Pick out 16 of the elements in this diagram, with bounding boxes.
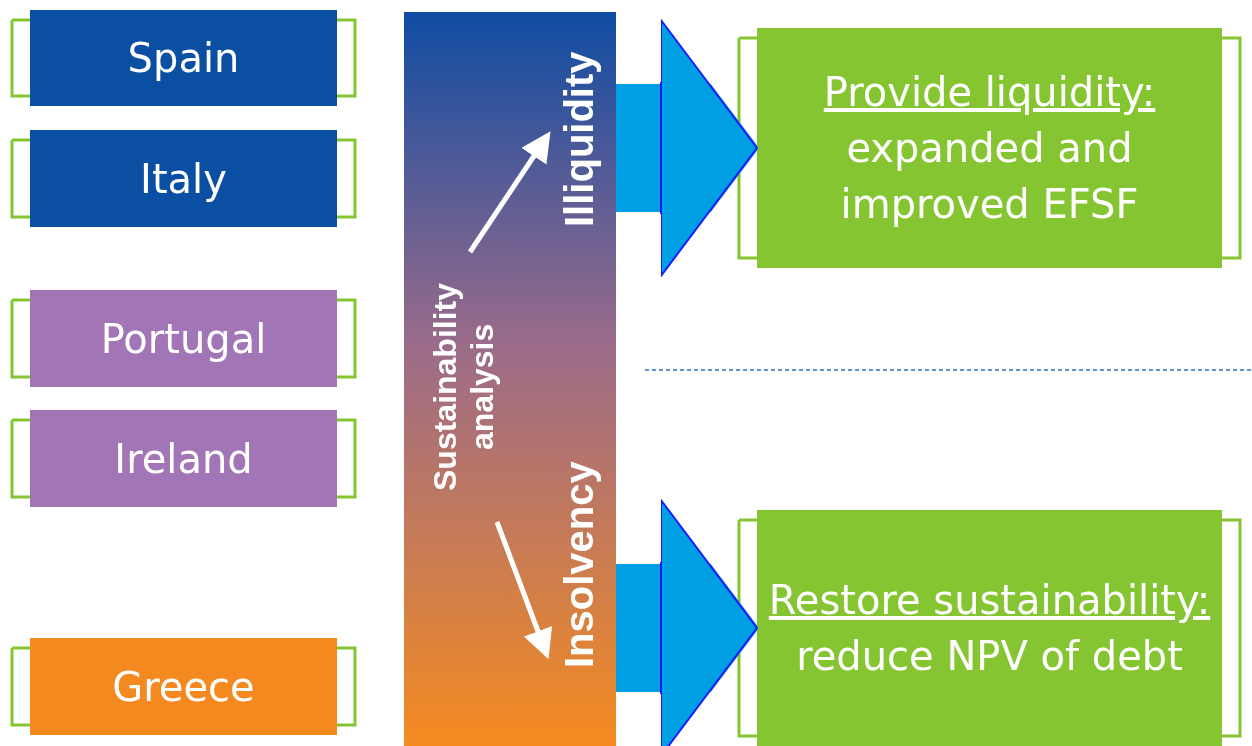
arrow [494,521,552,660]
country-box: Greece [30,638,337,735]
country-box: Spain [30,10,337,106]
arrow [467,131,551,254]
box-heading: Restore sustainability: [768,576,1211,625]
box-heading: Provide liquidity: [823,68,1156,117]
vertical-label: Insolvency [549,422,609,707]
arrow [616,499,758,746]
box-text: expanded and improved EFSF [839,124,1140,229]
country-box: Ireland [30,410,337,507]
vertical-label: Sustainability analysis [414,252,514,522]
vertical-label: Illiquidity [549,22,609,257]
country-box: Italy [30,130,337,227]
box-text: reduce NPV of debt [796,632,1183,681]
gradient-bar [404,12,616,746]
country-box: Portugal [30,290,337,387]
